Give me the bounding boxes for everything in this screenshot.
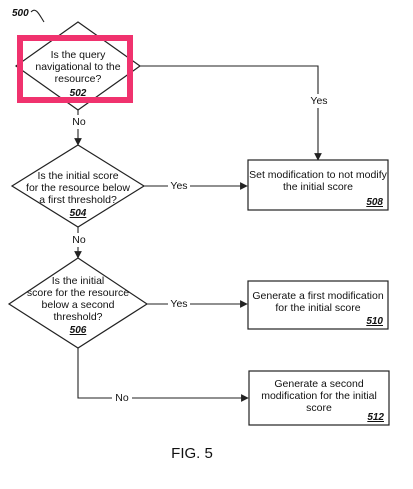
- decision-502-line-1: Is the query: [51, 49, 107, 61]
- edge-label-bg: [70, 233, 88, 247]
- process-510-line-2: for the initial score: [275, 302, 360, 314]
- decision-506-line-2: score for the resource: [27, 287, 129, 299]
- decision-502-line-2: navigational to the: [35, 61, 120, 73]
- process-510-ref: 510: [366, 316, 383, 327]
- process-512-ref: 512: [367, 412, 384, 423]
- edge-502-508: [140, 65, 322, 161]
- figure-caption: FIG. 5: [171, 445, 213, 462]
- edge-label-502-504: No: [72, 116, 86, 128]
- process-510: Generate a first modification for the in…: [247, 280, 389, 330]
- decision-506-line-1: Is the initial: [52, 275, 105, 287]
- process-510-line-1: Generate a first modification: [252, 290, 383, 302]
- edge-label-bg: [168, 297, 190, 311]
- figure-ref-pointer: [30, 9, 45, 23]
- decision-506-line-4: threshold?: [53, 311, 102, 323]
- highlight-box: [17, 35, 133, 103]
- figure-ref: 500: [12, 8, 29, 19]
- decision-504: Is the initial score for the resource be…: [10, 144, 146, 228]
- process-512-line-1: Generate a second: [274, 378, 363, 390]
- decision-504-line-1: Is the initial score: [37, 170, 118, 182]
- process-508-line-1: Set modification to not modify: [249, 169, 387, 181]
- decision-506-ref: 506: [70, 325, 87, 336]
- process-512-line-3: score: [306, 402, 332, 414]
- decision-502-ref: 502: [70, 88, 87, 99]
- process-508-line-2: the initial score: [283, 181, 353, 193]
- process-512-line-2: modification for the initial: [261, 390, 377, 402]
- edge-label-502-508: Yes: [310, 95, 327, 107]
- edge-label-bg: [308, 94, 330, 108]
- edge-label-506-512: No: [115, 392, 129, 404]
- decision-506: Is the initial score for the resource be…: [7, 257, 149, 349]
- edge-label-506-510: Yes: [170, 298, 187, 310]
- process-512: Generate a second modification for the i…: [248, 370, 390, 426]
- edge-label-504-508: Yes: [170, 180, 187, 192]
- edge-label-bg: [70, 115, 88, 129]
- decision-502-line-3: resource?: [55, 73, 102, 85]
- decision-504-line-3: a first threshold?: [39, 194, 117, 206]
- edge-label-bg: [168, 179, 190, 193]
- process-508-ref: 508: [366, 197, 383, 208]
- decision-502: Is the query navigational to the resourc…: [14, 21, 142, 111]
- decision-506-line-3: below a second: [42, 299, 115, 311]
- edge-506-512: [77, 348, 249, 402]
- edge-label-504-506: No: [72, 234, 86, 246]
- decision-504-ref: 504: [70, 208, 87, 219]
- edge-label-bg: [112, 391, 132, 405]
- decision-504-line-2: for the resource below: [26, 182, 130, 194]
- process-508: Set modification to not modify the initi…: [247, 159, 389, 211]
